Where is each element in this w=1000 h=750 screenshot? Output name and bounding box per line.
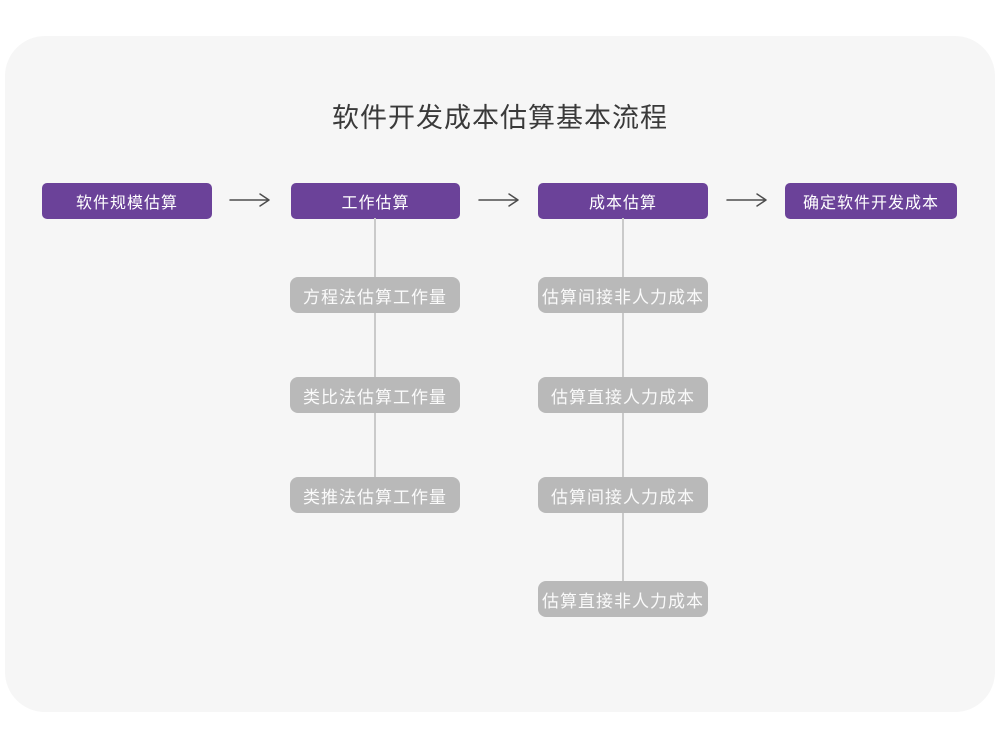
sub-step-equation-method: 方程法估算工作量 [290,277,460,313]
sub-step-direct-nonlabor-cost: 估算直接非人力成本 [538,581,708,617]
sub-step-direct-labor-cost: 估算直接人力成本 [538,377,708,413]
right-arrow-icon [726,193,767,207]
right-arrow-icon [478,193,519,207]
sub-step-extrapolation-method: 类推法估算工作量 [290,477,460,513]
flow-step-determine-development-cost: 确定软件开发成本 [785,183,957,219]
diagram-card [5,36,995,712]
right-arrow-icon [229,193,270,207]
flow-step-work-estimation: 工作估算 [291,183,460,219]
flow-step-cost-estimation: 成本估算 [538,183,708,219]
diagram-title: 软件开发成本估算基本流程 [332,103,668,133]
connector-line-work-estimation [374,218,376,479]
sub-step-indirect-nonlabor-cost: 估算间接非人力成本 [538,277,708,313]
flow-step-software-scale-estimation: 软件规模估算 [42,183,212,219]
sub-step-indirect-labor-cost: 估算间接人力成本 [538,477,708,513]
sub-step-analogy-method: 类比法估算工作量 [290,377,460,413]
